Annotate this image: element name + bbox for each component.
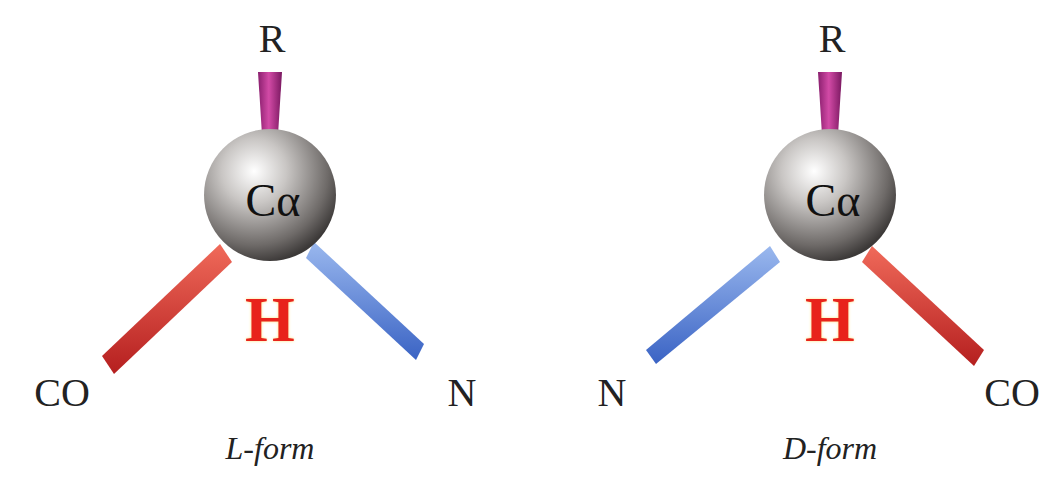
n-bond [646,246,780,364]
left-molecule-bonds [102,72,424,374]
hydrogen-label: H [245,283,295,357]
group-label: CO [34,369,90,416]
group-label: N [598,369,627,416]
atom-label: Cα [246,174,301,227]
atom-label: Cα [806,174,861,227]
carbon-atom: CαH [755,120,905,360]
group-label: N [448,369,477,416]
co-bond [102,244,232,374]
n-bond [306,242,424,360]
form-caption: D-form [783,430,877,467]
group-label: R [819,15,846,62]
right-molecule-bonds [646,72,984,366]
hydrogen-label: H [805,283,855,357]
group-label: CO [984,369,1040,416]
group-label: R [259,15,286,62]
carbon-atom: CαH [195,120,345,360]
form-caption: L-form [226,430,315,467]
co-bond [862,246,984,366]
